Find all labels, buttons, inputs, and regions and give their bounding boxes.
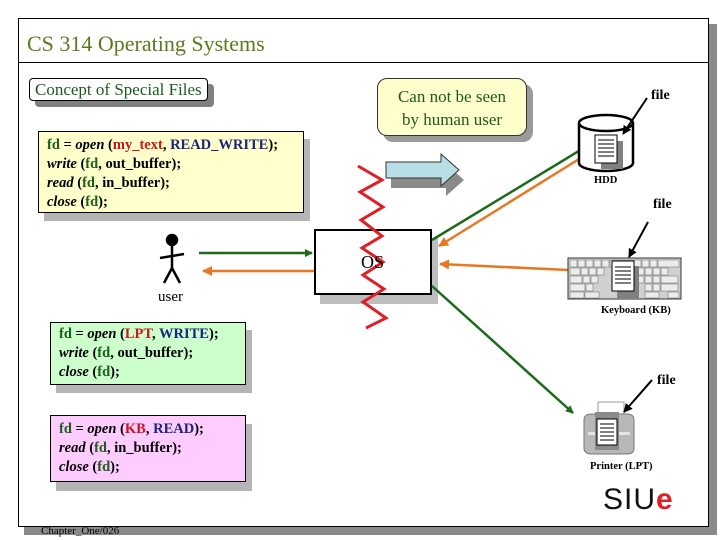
pointer-kb-file	[628, 221, 649, 258]
user-label: user	[158, 289, 183, 305]
code-line: fd = open (my_text, READ_WRITE);	[47, 137, 279, 153]
callout-note: Can not be seen by human user	[377, 78, 533, 142]
boundary-zigzag	[357, 164, 389, 330]
slide-subtitle: Concept of Special Files	[29, 78, 208, 101]
code-line: write (fd, out_buffer);	[59, 345, 194, 361]
keyboard-icon	[567, 257, 682, 300]
siue-logo: SIUe	[603, 483, 674, 516]
user-figure-icon	[159, 233, 185, 284]
code-line: close (fd);	[59, 459, 120, 475]
code-line: write (fd, out_buffer);	[47, 156, 182, 172]
arrow-os-to-printer	[431, 285, 574, 414]
kb-file-label: file	[653, 197, 672, 212]
hdd-file-label: file	[651, 88, 670, 103]
keyboard-label: Keyboard (KB)	[601, 305, 671, 316]
printer-label: Printer (LPT)	[590, 461, 653, 472]
code-block-printer: fd = open (LPT, WRITE); write (fd, out_b…	[50, 322, 246, 385]
arrow-hdd-to-os	[438, 149, 593, 248]
code-line: read (fd, in_buffer);	[59, 440, 182, 456]
code-block-keyboard: fd = open (KB, READ); read (fd, in_buffe…	[50, 415, 246, 482]
note-line-1: Can not be seen	[397, 87, 507, 106]
code-line: fd = open (LPT, WRITE);	[59, 326, 219, 342]
arrow-os-to-hdd	[431, 141, 593, 242]
note-line-2: by human user	[401, 110, 503, 129]
subtitle-box: Concept of Special Files	[29, 78, 214, 107]
printer-file-label: file	[657, 373, 676, 388]
title-bar: CS 314 Operating Systems	[19, 19, 708, 63]
slide-title: CS 314 Operating Systems	[27, 31, 265, 56]
printer-icon	[583, 401, 635, 455]
code-line: close (fd);	[59, 364, 120, 380]
code-line: fd = open (KB, READ);	[59, 421, 204, 437]
pointer-hdd-file	[622, 97, 648, 135]
code-line: read (fd, in_buffer);	[47, 175, 170, 191]
hdd-icon	[577, 113, 635, 173]
hdd-label: HDD	[594, 175, 618, 186]
code-line: close (fd);	[47, 194, 108, 210]
block-arrow-right	[385, 152, 464, 196]
code-block-file: fd = open (my_text, READ_WRITE); write (…	[38, 131, 304, 213]
arrow-kb-to-os	[439, 259, 569, 272]
slide-footer: Chapter_One/026	[41, 525, 120, 537]
pointer-printer-file	[623, 379, 653, 413]
os-label: OS	[361, 252, 385, 272]
